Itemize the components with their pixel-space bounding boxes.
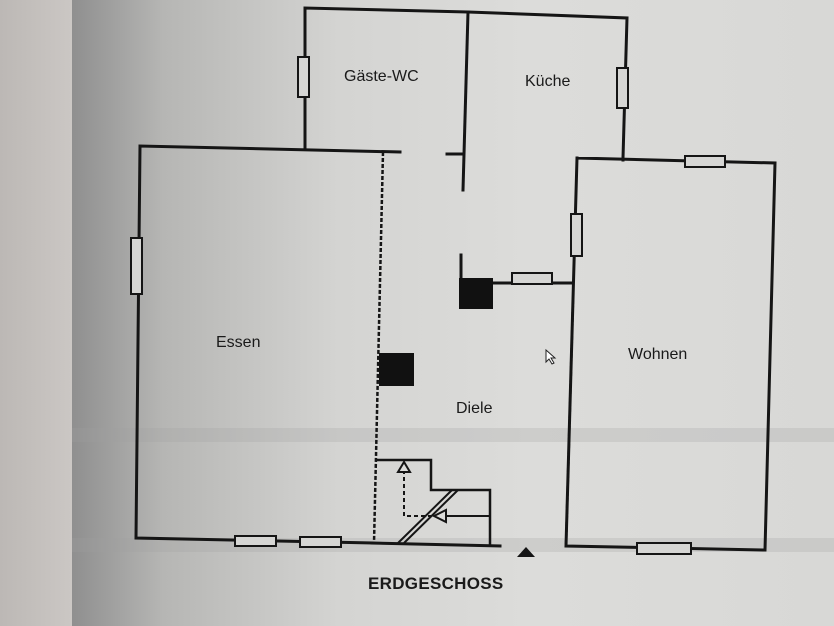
window (299, 536, 342, 548)
window (511, 272, 553, 285)
room-label-diele: Diele (456, 400, 493, 417)
scan-artifact (72, 428, 834, 442)
window (616, 67, 629, 109)
staircase (376, 458, 492, 546)
chimney-block (459, 278, 493, 309)
mouse-cursor-icon (545, 348, 557, 365)
window (684, 155, 726, 168)
entrance-triangle-icon (517, 547, 535, 557)
window (130, 237, 143, 295)
room-label-essen: Essen (216, 334, 261, 351)
screen-background (72, 0, 834, 626)
window (297, 56, 310, 98)
room-label-gaeste-wc: Gäste-WC (344, 68, 419, 85)
window (636, 542, 692, 555)
floor-title: ERDGESCHOSS (368, 574, 504, 593)
wall-diele-bottom (370, 541, 502, 548)
chimney-block (379, 353, 414, 386)
room-label-wohnen: Wohnen (628, 346, 688, 363)
background-left (0, 0, 72, 626)
window (234, 535, 277, 547)
wall-essen (134, 144, 402, 545)
room-label-kueche: Küche (525, 73, 571, 90)
stair-arrow-up-icon (396, 460, 412, 473)
wall-wc-kueche (461, 10, 470, 192)
window (570, 213, 583, 257)
dashed-wall-diele-wohnen (564, 299, 575, 547)
stair-arrow-left-icon (431, 508, 447, 524)
dashed-wall-essen-diele (372, 151, 385, 544)
